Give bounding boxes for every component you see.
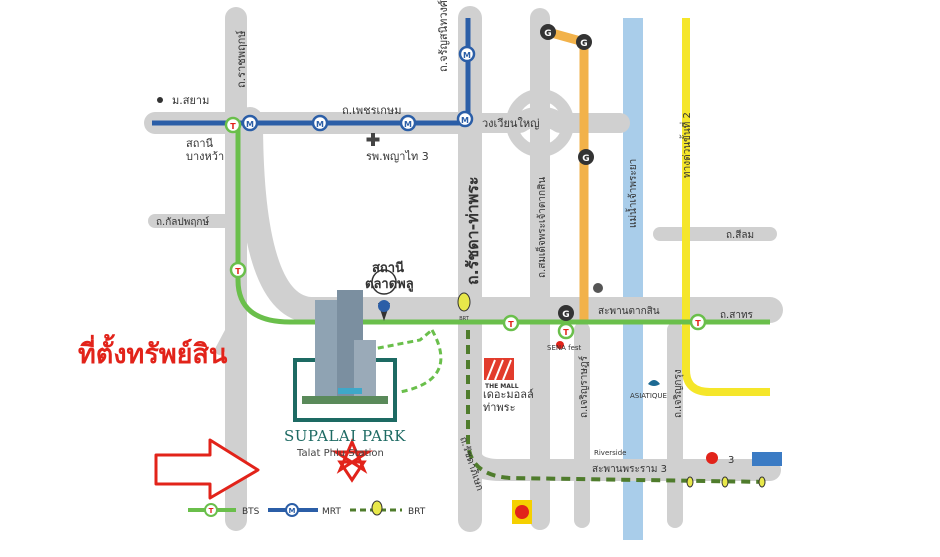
- bts-station-icon: T: [557, 322, 575, 340]
- place-label-talat-phlu-2: ตลาดพลู: [365, 277, 414, 292]
- svg-text:M: M: [316, 120, 324, 129]
- mrt-station-icon: M: [456, 110, 474, 128]
- road-label-ratchada-thaphra: ถ.รัชดา-ท่าพระ: [463, 177, 482, 286]
- svg-text:G: G: [544, 29, 551, 39]
- legend-mrt-label: MRT: [322, 507, 341, 517]
- place-label-the-mall-1: เดอะมอลล์: [483, 388, 534, 401]
- road-label-ratchaprarop: ถ.ราชพฤกษ์: [235, 30, 248, 88]
- svg-text:M: M: [246, 120, 254, 129]
- place-label-rama3-bridge: สะพานพระราม 3: [592, 464, 667, 475]
- legend-bts-label: BTS: [242, 507, 260, 517]
- mrt-blue-line: [152, 18, 471, 126]
- location-star-icon: [330, 438, 374, 483]
- road-label-charoenrat: ถ.เจริญราษฎร์: [578, 355, 590, 418]
- brt-station-icon: [371, 500, 383, 516]
- road-label-sathon: ถ.สาทร: [720, 310, 754, 321]
- gold-line-station-icon: G: [578, 149, 594, 165]
- svg-text:M: M: [289, 507, 296, 515]
- svg-text:G: G: [580, 39, 587, 49]
- gold-line-station-icon: G: [576, 34, 592, 50]
- place-label-taksin-bridge: สะพานตากสิน: [598, 306, 660, 317]
- bts-station-icon: T: [502, 314, 520, 332]
- place-label-hospital: รพ.พญาไท 3: [366, 150, 429, 163]
- wat-logo-icon: [593, 283, 603, 293]
- place-label-talat-phlu-1: สถานี: [372, 260, 404, 276]
- gold-line-route: [543, 27, 589, 325]
- road-label-charoenkrung: ถ.เจริญกรุง: [673, 369, 684, 418]
- asiatique-logo-icon: [648, 380, 660, 386]
- place-label-riverside: Riverside: [594, 449, 626, 457]
- road-label-somdet: ถ.สมเด็จพระเจ้าตากสิน: [534, 177, 548, 278]
- place-label-siam-uni: ม.สยาม: [172, 94, 209, 107]
- svg-text:T: T: [209, 507, 214, 515]
- mrt-station-icon: M: [311, 114, 329, 132]
- brt-stop-marker: [721, 476, 729, 488]
- mrt-station-icon: M: [458, 45, 476, 63]
- place-label-sena-fest: SENA fest: [547, 344, 582, 352]
- the-mall-logo-icon: [484, 358, 514, 381]
- brt-route: [466, 330, 771, 484]
- place-label-river: แม่น้ำเจ้าพระยา: [625, 159, 639, 228]
- chao-phraya-river: [623, 18, 643, 540]
- sena-fest-logo-icon: [556, 341, 564, 349]
- legend: T BTS M MRT BRT: [188, 500, 426, 517]
- svg-text:T: T: [235, 267, 241, 276]
- place-label-the-mall-logo: THE MALL: [485, 383, 519, 390]
- place-label-bang-wa-1: สถานี: [186, 137, 214, 150]
- bts-station-icon: T: [204, 503, 218, 517]
- svg-text:M: M: [463, 51, 471, 60]
- place-label-terminal: 3: [728, 455, 734, 466]
- project-name: SUPALAI PARK: [284, 427, 407, 445]
- svg-text:G: G: [562, 310, 569, 320]
- road-label-charansanitwong: ถ.จรัญสนิทวงศ์: [437, 0, 450, 72]
- svg-text:T: T: [695, 319, 701, 328]
- map-pin-icon: [371, 269, 397, 321]
- bts-station-icon: T: [224, 116, 242, 134]
- svg-text:BRT: BRT: [459, 316, 470, 322]
- brt-station-icon: BRT: [457, 292, 471, 322]
- svg-text:T: T: [508, 320, 514, 329]
- road-label-phetkasem: ถ.เพชรเกษม: [342, 104, 401, 117]
- bts-green-line: [235, 126, 770, 325]
- direction-arrow-icon: [154, 438, 260, 500]
- walkway-to-project: [399, 329, 443, 394]
- big-c-logo-icon: [512, 500, 532, 524]
- building-logo-icon: [752, 452, 782, 466]
- bts-station-icon: T: [689, 313, 707, 331]
- svg-text:T: T: [563, 328, 569, 337]
- brt-stop-marker: [758, 476, 766, 488]
- mrt-station-icon: M: [241, 114, 259, 132]
- project-building-image: [293, 290, 397, 422]
- place-label-asiatique: ASIATIQUE: [630, 392, 667, 400]
- terminal-logo-icon: [706, 452, 718, 464]
- place-dot-icon: [157, 97, 163, 103]
- mrt-station-icon: M: [285, 503, 299, 517]
- road-label-silom: ถ.สีลม: [726, 229, 754, 241]
- gold-line-station-icon: G: [558, 305, 574, 321]
- place-label-bang-wa-2: บางหว้า: [186, 150, 224, 163]
- svg-text:M: M: [461, 116, 469, 125]
- svg-text:T: T: [230, 122, 236, 131]
- expressway-line: [682, 18, 770, 396]
- road-label-expressway: ทางด่วนขั้นที่ 2: [679, 112, 693, 178]
- property-location-heading: ที่ตั้งทรัพย์สิน: [78, 339, 228, 370]
- svg-text:G: G: [582, 154, 589, 164]
- walkway-to-station: [367, 328, 433, 352]
- svg-text:M: M: [404, 120, 412, 129]
- road-label-kanlapaphruek: ถ.กัลปพฤกษ์: [156, 216, 209, 228]
- place-label-the-mall-2: ท่าพระ: [483, 401, 516, 414]
- place-label-wongwian-yai: วงเวียนใหญ่: [482, 117, 539, 130]
- mrt-station-icon: M: [399, 114, 417, 132]
- gold-line-station-icon: G: [540, 24, 556, 40]
- legend-brt-label: BRT: [408, 507, 426, 517]
- project-subtitle: Talat Phlu Station: [297, 448, 384, 459]
- hospital-cross-icon: [366, 133, 380, 146]
- brt-stop-marker: [686, 476, 694, 488]
- wongwian-yai-roundabout: [506, 89, 574, 157]
- bts-station-icon: T: [229, 261, 247, 279]
